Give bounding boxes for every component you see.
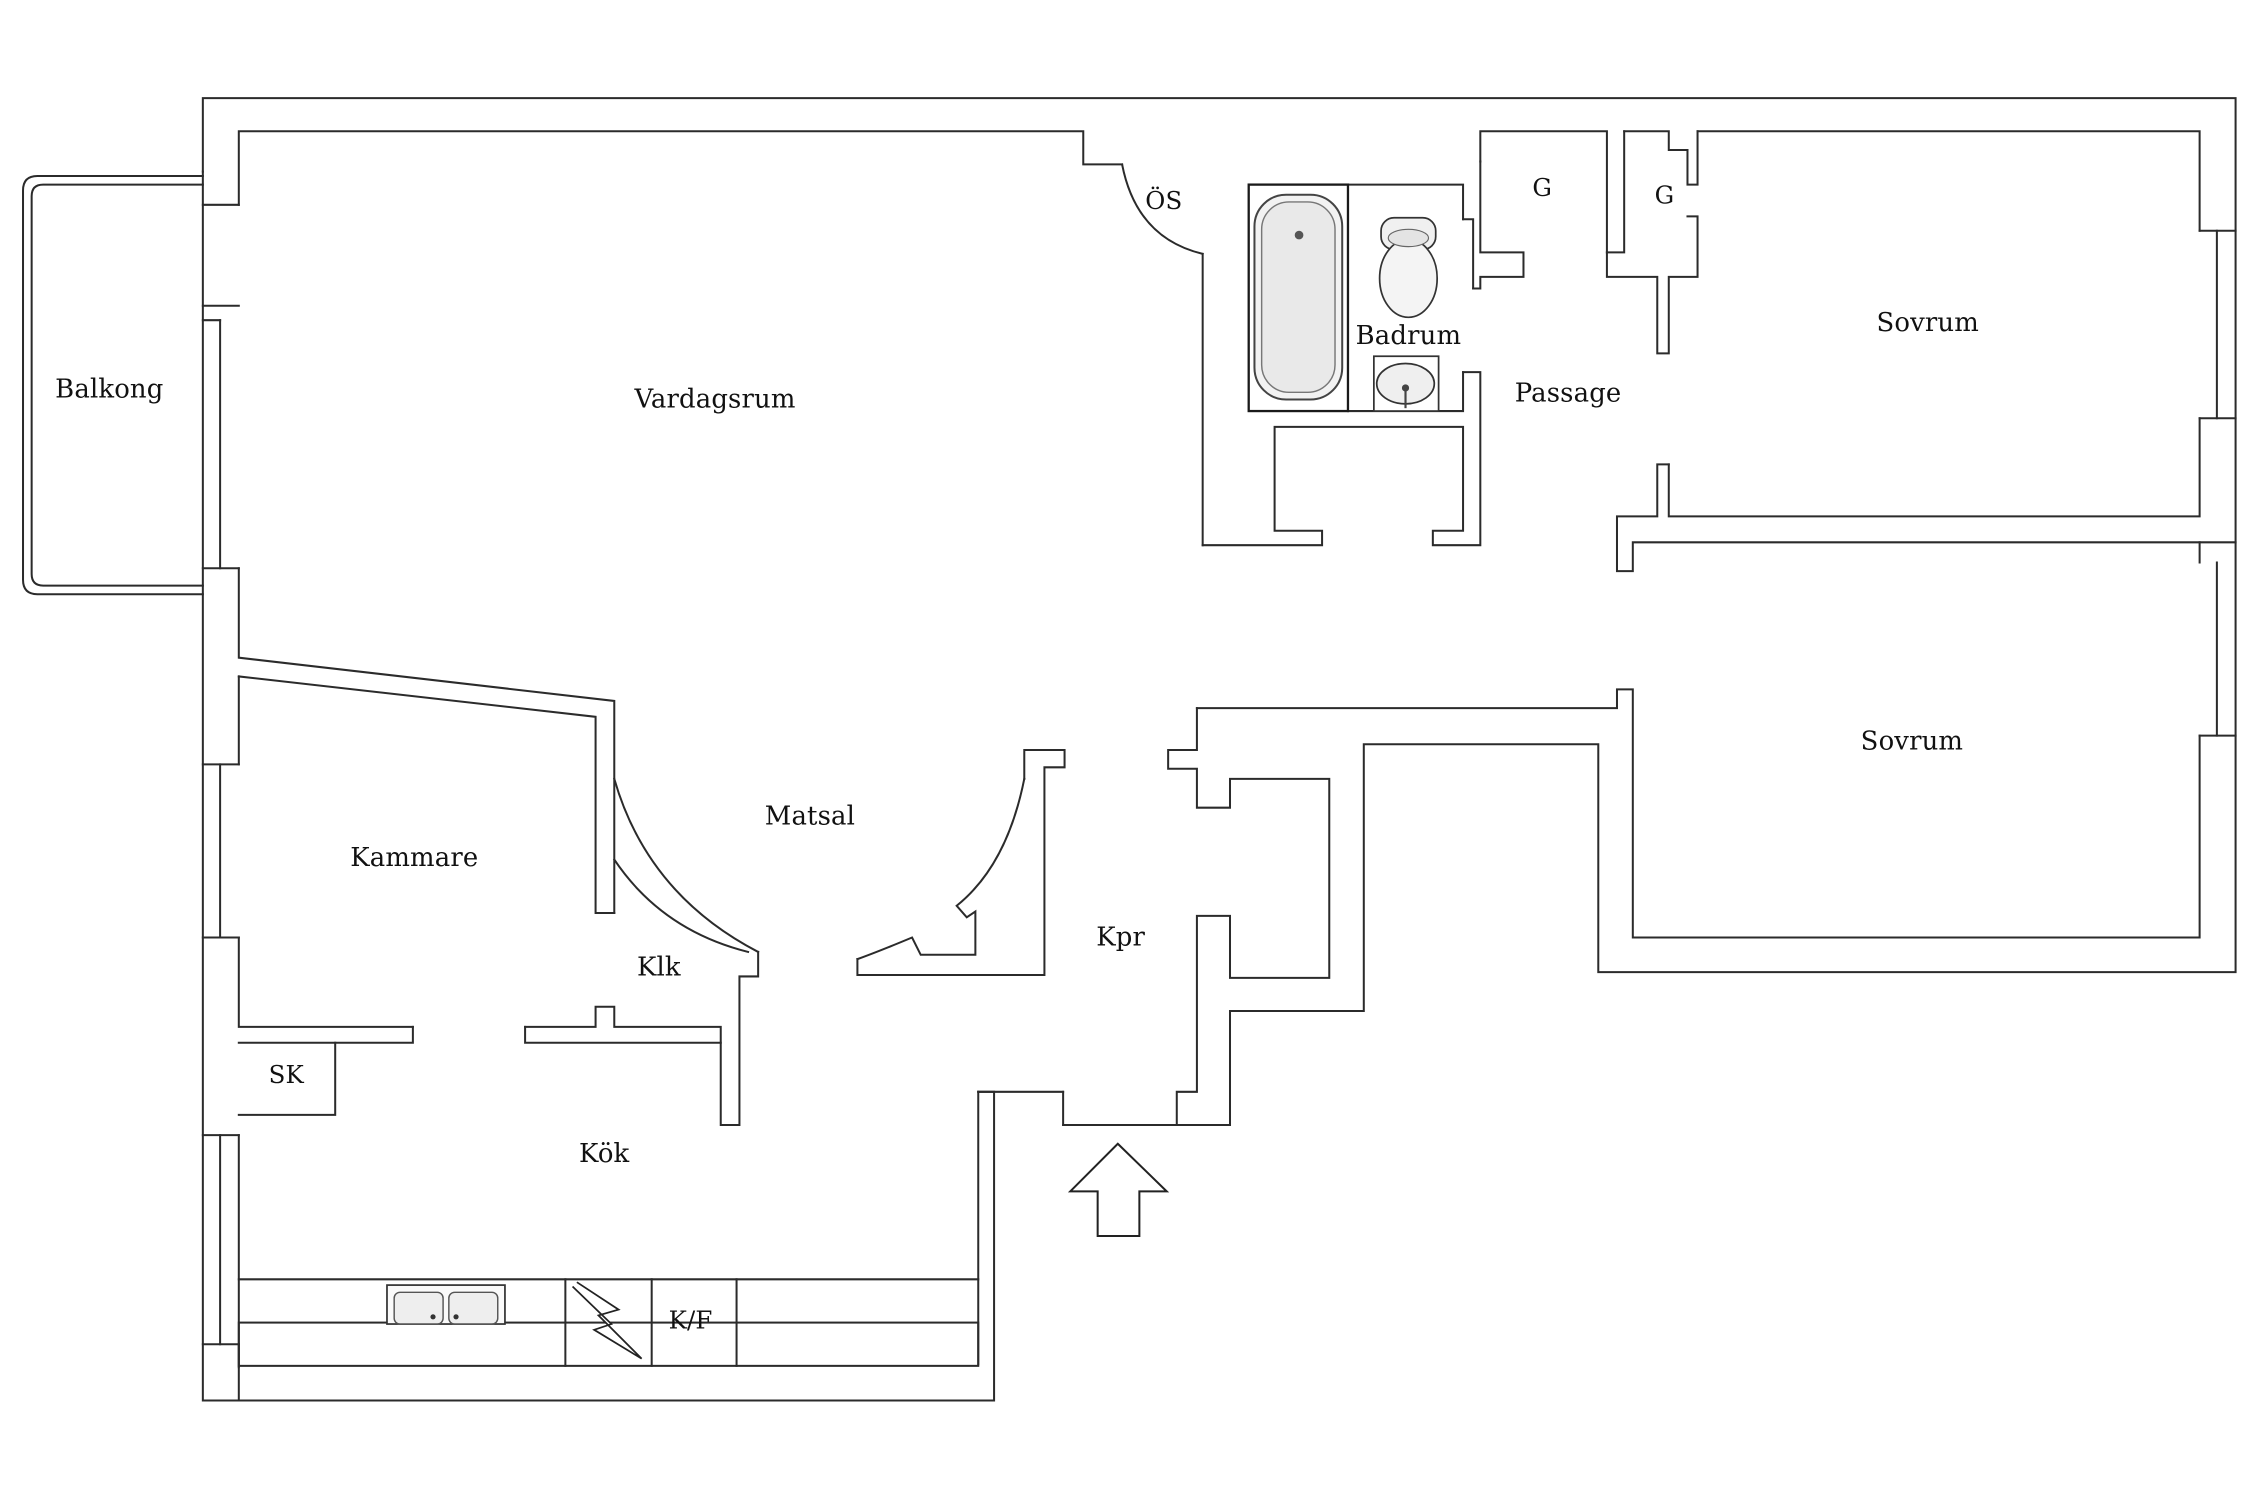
entrance-jamb: [977, 1090, 1065, 1127]
double-sink-icon: [386, 1284, 506, 1325]
room-label-sk: SK: [268, 1061, 304, 1091]
room-label-kpr: Kpr: [1096, 922, 1146, 953]
room-label-g-left: G: [1532, 174, 1553, 204]
room-label-kf: K/F: [668, 1306, 713, 1336]
sk-cabinet: [237, 1041, 337, 1116]
room-label-kok: Kök: [579, 1138, 630, 1169]
toilet-icon: [1378, 216, 1439, 319]
room-label-matsal: Matsal: [764, 801, 856, 832]
room-label-sovrum-upper: Sovrum: [1876, 307, 1979, 339]
room-label-badrum: Badrum: [1355, 320, 1462, 352]
matsal-door-pair: [856, 748, 1066, 977]
window-left-kok: [201, 1134, 240, 1346]
room-label-klk: Klk: [636, 952, 681, 983]
bedroom-divider-wall: [1615, 463, 2201, 573]
bathtub-icon: [1247, 183, 1350, 413]
room-label-sovrum-lower: Sovrum: [1860, 726, 1964, 757]
os-door-swing: [1120, 163, 1204, 256]
window-left-kammare: [201, 763, 240, 939]
washbasin-icon: [1372, 355, 1440, 412]
closet-walls: [1605, 130, 1699, 355]
room-label-vardagsrum: Vardagsrum: [634, 384, 796, 415]
entrance-arrow-icon: [1067, 1142, 1170, 1238]
window-right-sovrum-upper: [2198, 229, 2237, 420]
room-label-passage: Passage: [1514, 378, 1622, 409]
room-label-g-right: G: [1654, 181, 1675, 211]
kammare-walls: [237, 675, 760, 1127]
room-label-kammare: Kammare: [350, 843, 479, 874]
room-label-balkong: Balkong: [55, 374, 164, 405]
balcony: [22, 174, 240, 596]
klk-door-swing: [612, 777, 760, 954]
window-right-sovrum-lower: [2198, 541, 2237, 737]
room-label-os: ÖS: [1145, 187, 1183, 217]
lower-bedroom-walls: [1167, 688, 2201, 1127]
stove-icon: [571, 1281, 643, 1360]
